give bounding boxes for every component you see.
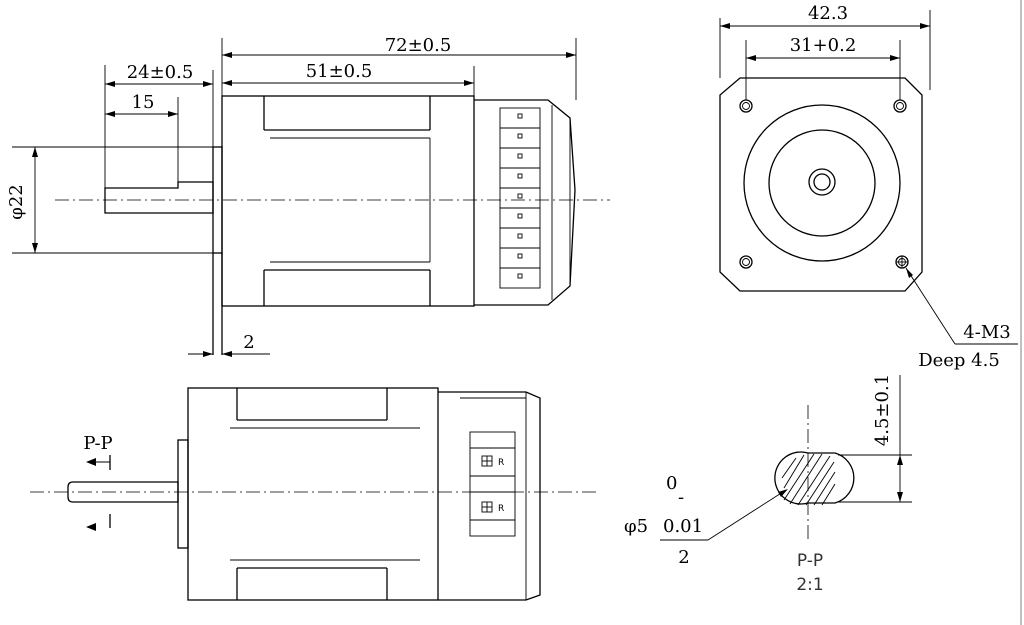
dim-72: 72±0.5	[385, 35, 452, 56]
section-view: 4.5±0.1 φ5 0 - 0.01 2 P-P 2:1	[624, 374, 912, 595]
dim-4-m3: 4-M3	[963, 322, 1010, 343]
dim-51: 51±0.5	[306, 61, 373, 82]
top-connectors: R R	[469, 431, 516, 537]
dim-2: 2	[243, 332, 254, 353]
tol-upper: 0	[666, 473, 677, 494]
tol-dash: -	[678, 487, 684, 508]
side-view: 72±0.5 51±0.5 24±0.5 15 φ22 2	[6, 35, 610, 357]
dim-phi22: φ22	[6, 184, 27, 220]
dim-15: 15	[132, 92, 155, 113]
dim-deep: Deep 4.5	[918, 350, 1000, 371]
dim-24: 24±0.5	[127, 62, 194, 83]
front-view: 42.3 31+0.2 4-M3 Deep 4.5	[719, 3, 1018, 371]
section-title: P-P	[797, 551, 823, 571]
dim-2-bottom: 2	[678, 547, 689, 568]
section-marker: P-P	[83, 433, 112, 454]
connector-pins	[499, 107, 541, 289]
dim-31: 31+0.2	[790, 35, 857, 56]
section-hatch	[781, 453, 836, 506]
dim-phi5: φ5	[624, 516, 648, 537]
top-view: R R P-P	[30, 387, 600, 601]
dim-4-5: 4.5±0.1	[872, 374, 893, 446]
svg-text:R: R	[498, 504, 504, 514]
dim-42-3: 42.3	[808, 3, 848, 24]
svg-text:R: R	[498, 458, 504, 468]
tol-lower: 0.01	[663, 516, 703, 537]
mounting-holes	[739, 99, 909, 269]
section-scale: 2:1	[796, 575, 823, 595]
